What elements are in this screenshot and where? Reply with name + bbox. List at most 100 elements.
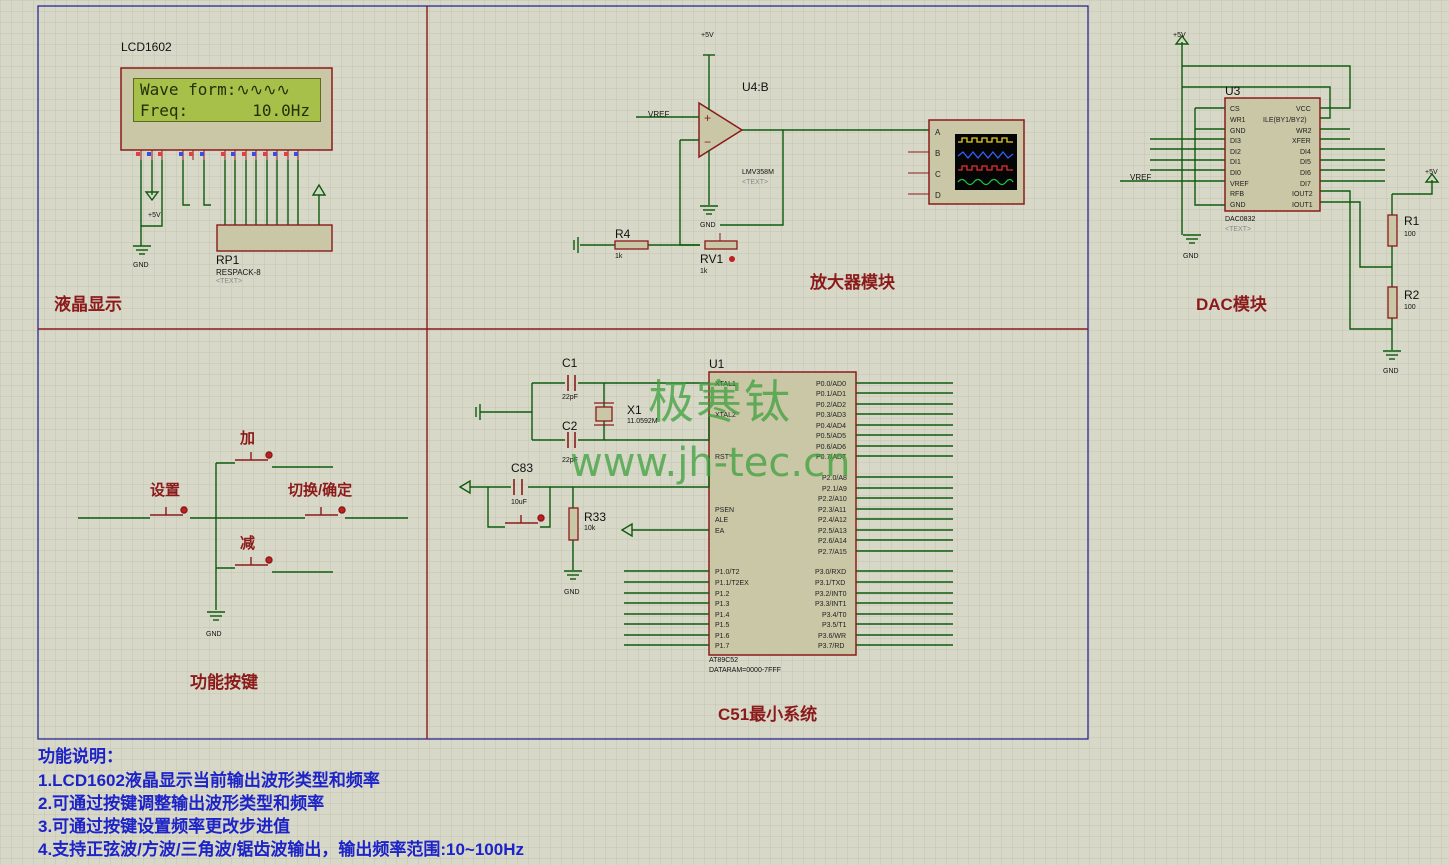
svg-text:P3.2/INT0: P3.2/INT0 xyxy=(815,591,847,598)
r4-value-label: 1k xyxy=(615,253,623,260)
rp1-text-label: <TEXT> xyxy=(216,278,243,285)
svg-text:P1.4: P1.4 xyxy=(715,612,730,619)
r2-resistor[interactable] xyxy=(1387,286,1398,319)
lcd-gnd-label: GND xyxy=(133,262,149,269)
c2-name-label: C2 xyxy=(562,419,578,433)
rp1-respack[interactable] xyxy=(216,224,333,252)
r1-name-label: R1 xyxy=(1404,214,1420,228)
svg-text:P3.0/RXD: P3.0/RXD xyxy=(815,569,846,576)
svg-text:P3.1/TXD: P3.1/TXD xyxy=(815,580,845,587)
amp-vref-label: VREF xyxy=(648,110,670,119)
rp1-type-label: RESPACK-8 xyxy=(216,268,261,277)
pushbutton-set[interactable] xyxy=(150,506,188,516)
lcd-section-title: 液晶显示 xyxy=(54,295,122,314)
mcu-right-wires xyxy=(624,382,953,646)
keys-wires xyxy=(78,462,408,610)
crystal-x1[interactable] xyxy=(594,402,614,426)
svg-text:P0.4/AD4: P0.4/AD4 xyxy=(816,423,846,430)
svg-text:WR2: WR2 xyxy=(1296,128,1312,135)
svg-text:P2.7/A15: P2.7/A15 xyxy=(818,549,847,556)
svg-text:RFB: RFB xyxy=(1230,191,1244,198)
dac-gnd-symbols xyxy=(1174,34,1440,360)
amp-gnd-label: GND xyxy=(700,222,716,229)
dac-gnd2-label: GND xyxy=(1383,368,1399,375)
svg-text:P2.3/A11: P2.3/A11 xyxy=(818,507,846,514)
amp-section-title: 放大器模块 xyxy=(810,273,895,292)
description-line-2: 2.可通过按键调整输出波形类型和频率 xyxy=(38,794,325,813)
lcd-line-1: Wave form:∿∿∿∿ xyxy=(140,80,290,99)
svg-text:XTAL2: XTAL2 xyxy=(715,412,736,419)
svg-text:EA: EA xyxy=(715,528,725,535)
section-frame xyxy=(37,5,1089,740)
r4-name-label: R4 xyxy=(615,227,631,241)
c83-value-label: 10uF xyxy=(511,499,527,506)
pushbutton-add[interactable] xyxy=(235,451,273,461)
u4-type-label: LMV358M xyxy=(742,169,774,176)
mcu-section-title: C51最小系统 xyxy=(718,705,818,724)
rv1-potentiometer[interactable] xyxy=(704,233,738,262)
svg-text:D: D xyxy=(935,191,941,200)
oscilloscope[interactable]: A B C D xyxy=(908,119,1025,205)
c1-name-label: C1 xyxy=(562,356,578,370)
dac-gnd-label: GND xyxy=(1183,253,1199,260)
svg-text:P3.7/RD: P3.7/RD xyxy=(818,643,844,650)
rv1-name-label: RV1 xyxy=(700,252,724,266)
btn-switch-label: 切换/确定 xyxy=(288,482,353,499)
r33-value-label: 10k xyxy=(584,525,596,532)
svg-text:P1.5: P1.5 xyxy=(715,622,730,629)
lcd-vcc-arrow xyxy=(144,183,327,202)
svg-text:P2.1/A9: P2.1/A9 xyxy=(822,486,847,493)
lcd-wires xyxy=(140,160,320,246)
u4-text-label: <TEXT> xyxy=(742,179,769,186)
svg-text:IOUT2: IOUT2 xyxy=(1292,191,1313,198)
amp-vcc-label: +5V xyxy=(701,32,714,39)
svg-text:WR1: WR1 xyxy=(1230,117,1246,124)
svg-text:DI5: DI5 xyxy=(1300,159,1311,166)
c1-value-label: 22pF xyxy=(562,394,578,401)
dac-vcc-label: +5V xyxy=(1173,32,1186,39)
svg-text:P0.5/AD5: P0.5/AD5 xyxy=(816,433,846,440)
resistor-r33[interactable] xyxy=(568,507,579,541)
svg-text:P0.2/AD2: P0.2/AD2 xyxy=(816,402,846,409)
svg-text:XTAL1: XTAL1 xyxy=(715,381,736,388)
r4-resistor[interactable] xyxy=(614,240,649,250)
svg-text:P2.5/A13: P2.5/A13 xyxy=(818,528,847,535)
svg-text:P2.4/A12: P2.4/A12 xyxy=(818,517,847,524)
section-dividers xyxy=(38,6,1088,739)
svg-text:XFER: XFER xyxy=(1292,138,1311,145)
svg-text:P3.4/T0: P3.4/T0 xyxy=(822,612,847,619)
x1-name-label: X1 xyxy=(627,403,642,417)
svg-text:P3.5/T1: P3.5/T1 xyxy=(822,622,847,629)
svg-text:P1.7: P1.7 xyxy=(715,643,730,650)
rp1-name-label: RP1 xyxy=(216,253,240,267)
svg-text:IOUT1: IOUT1 xyxy=(1292,202,1313,209)
opamp-u4b[interactable]: + − xyxy=(698,101,744,159)
svg-text:P1.3: P1.3 xyxy=(715,601,730,608)
keys-section-title: 功能按键 xyxy=(190,673,258,692)
reset-button[interactable] xyxy=(505,514,545,524)
svg-text:A: A xyxy=(935,128,941,137)
svg-text:RST: RST xyxy=(715,454,730,461)
pushbutton-sub[interactable] xyxy=(235,556,273,566)
svg-text:+: + xyxy=(704,111,711,125)
svg-text:VREF: VREF xyxy=(1230,181,1249,188)
mcu-gnd-symbols xyxy=(458,404,633,580)
svg-text:P0.7/AD7: P0.7/AD7 xyxy=(816,454,846,461)
dac-section-title: DAC模块 xyxy=(1196,295,1267,314)
watermark-url: www.jh-tec.cn xyxy=(570,440,851,486)
svg-text:P1.0/T2: P1.0/T2 xyxy=(715,569,740,576)
pushbutton-switch[interactable] xyxy=(305,506,346,516)
svg-text:DI1: DI1 xyxy=(1230,159,1241,166)
capacitor-c1[interactable] xyxy=(567,375,576,391)
description-line-3: 3.可通过按键设置频率更改步进值 xyxy=(38,817,291,836)
r1-resistor[interactable] xyxy=(1387,214,1398,247)
svg-text:P0.6/AD6: P0.6/AD6 xyxy=(816,444,846,451)
u1-ram-label: DATARAM=0000-7FFF xyxy=(709,667,781,674)
watermark-brand: 极寒钛 xyxy=(648,375,792,429)
capacitor-c83[interactable] xyxy=(513,479,523,495)
capacitor-c2[interactable] xyxy=(567,432,576,448)
btn-set-label: 设置 xyxy=(150,482,181,499)
lcd-freq-value: 10.0Hz xyxy=(252,101,310,120)
